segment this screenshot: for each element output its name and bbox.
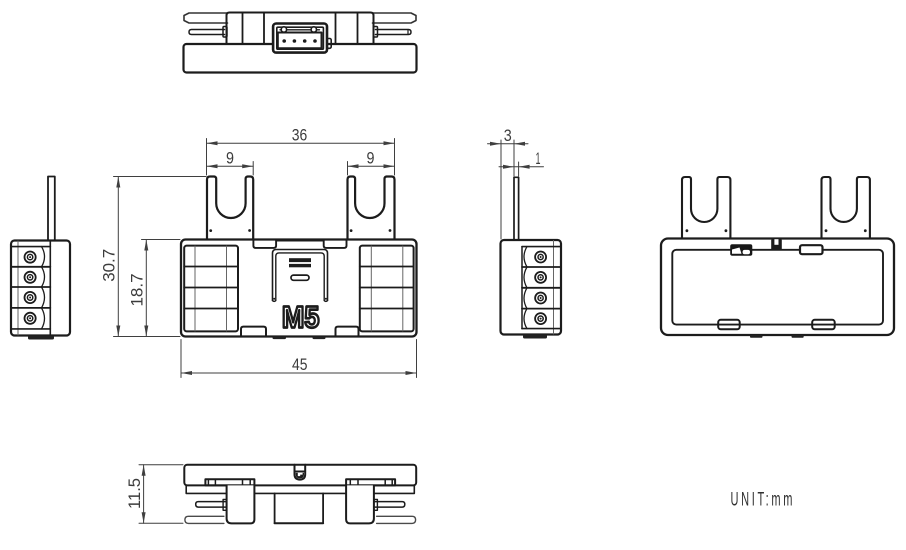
- svg-text:9: 9: [367, 148, 375, 167]
- svg-text:36: 36: [292, 126, 308, 145]
- svg-text:3: 3: [504, 126, 512, 145]
- svg-text:M5: M5: [282, 301, 319, 335]
- svg-text:11.5: 11.5: [125, 478, 144, 509]
- svg-text:1: 1: [536, 149, 541, 168]
- svg-text:18.7: 18.7: [128, 274, 147, 307]
- svg-text:30.7: 30.7: [100, 249, 119, 282]
- svg-text:45: 45: [292, 355, 308, 374]
- svg-text:UNIT:mm: UNIT:mm: [731, 490, 796, 511]
- svg-text:9: 9: [226, 148, 234, 167]
